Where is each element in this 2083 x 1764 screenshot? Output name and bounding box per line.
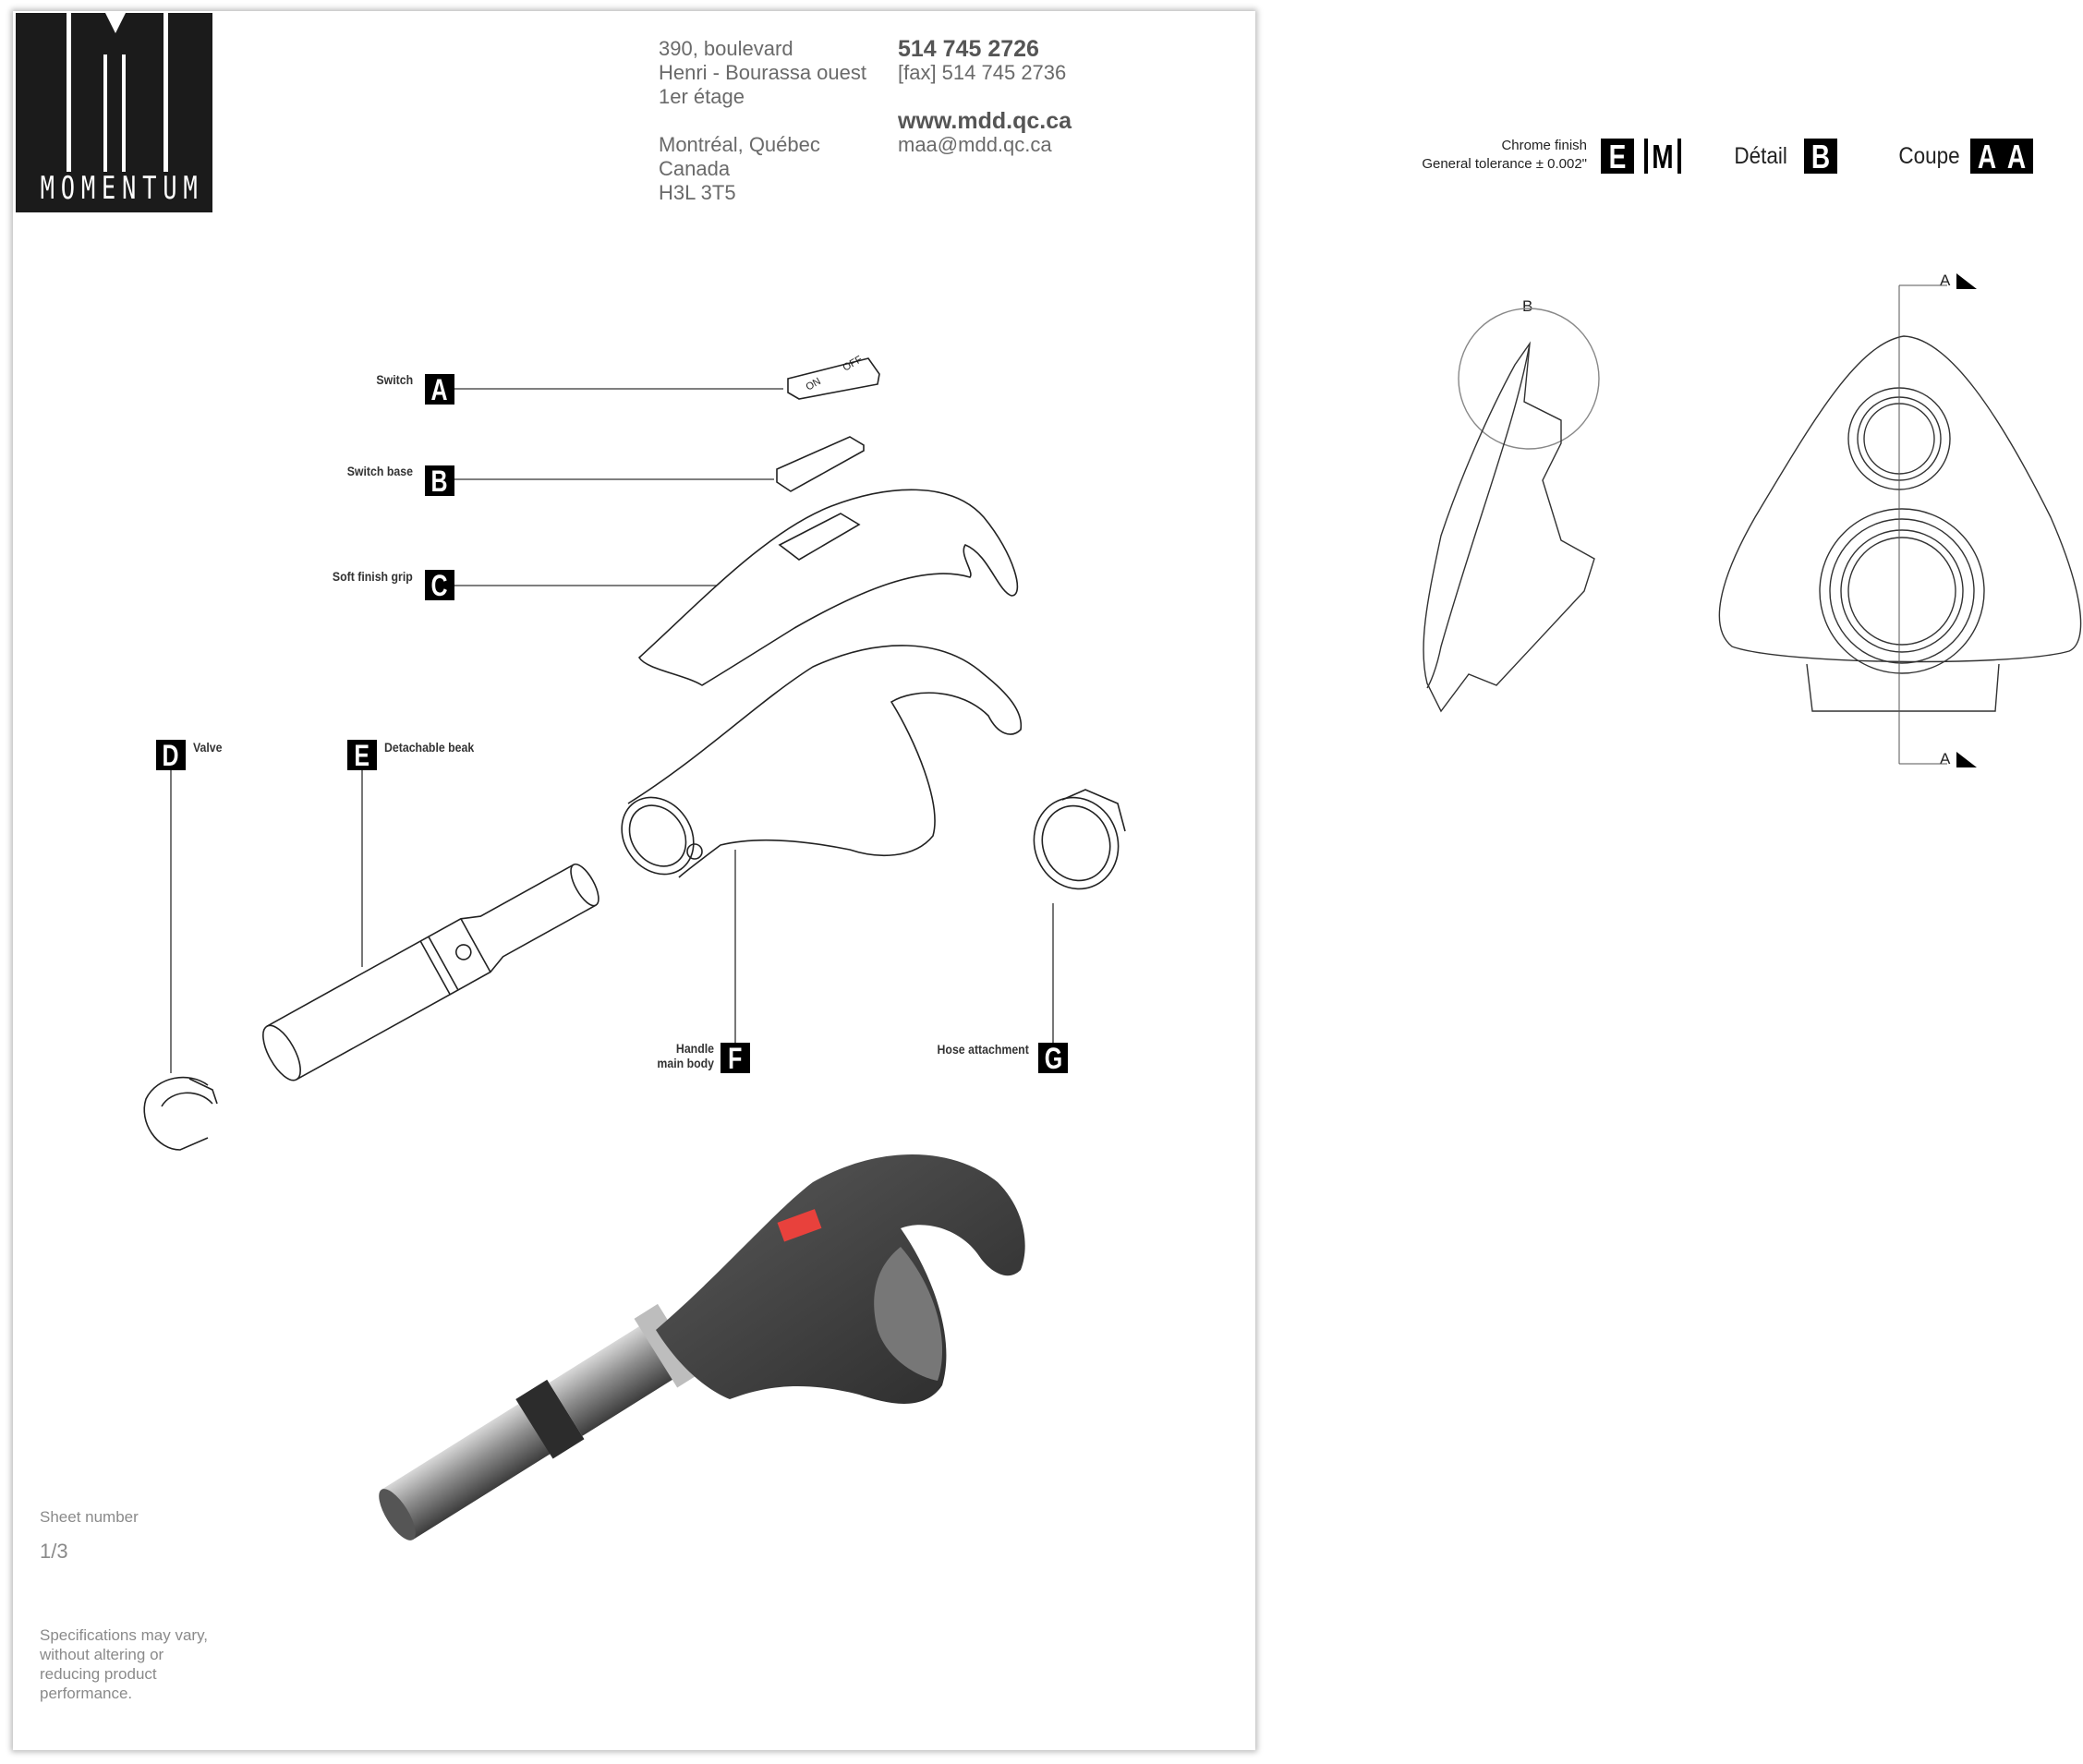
detail-letter-box: B <box>1804 139 1837 174</box>
letter-a-box: A <box>425 374 454 405</box>
label-hose-attachment: Hose attachment <box>937 1042 1029 1057</box>
detail-marker-b: B <box>1522 297 1533 315</box>
email-link[interactable]: maa@mdd.qc.ca <box>898 133 1052 156</box>
detail-b-view <box>1423 308 1600 713</box>
section-letter-a1: A <box>1970 139 2004 174</box>
switch-base-part <box>776 436 865 492</box>
sheet-number-label: Sheet number <box>40 1508 139 1526</box>
section-arrow-top <box>1956 273 1977 289</box>
section-arrow-bottom <box>1956 752 1977 767</box>
detachable-beak-part <box>262 863 599 1081</box>
sheet-number-value: 1/3 <box>40 1540 68 1563</box>
address-postal: H3L 3T5 <box>659 181 736 204</box>
power-switch-red <box>777 1209 822 1242</box>
letter-b-box: B <box>425 465 454 496</box>
letter-e-box: E <box>347 740 377 770</box>
letter-c-box: C <box>425 570 454 600</box>
address-line: Henri - Bourassa ouest <box>659 61 866 84</box>
svg-text:ON: ON <box>805 376 823 393</box>
section-aa-view <box>1718 284 2082 765</box>
letter-d-box: D <box>156 740 186 770</box>
hose-attachment-part <box>1033 789 1126 890</box>
finish-code-m: M <box>1644 139 1681 174</box>
logo-text: MOMENTUM <box>40 170 204 207</box>
website-link[interactable]: www.mdd.qc.ca <box>898 108 1072 134</box>
drawing-sheet <box>13 11 1255 1750</box>
handle-main-body-part <box>621 645 1023 878</box>
valve-part <box>143 1076 218 1151</box>
section-label: Coupe <box>1898 143 1960 169</box>
section-marker-bottom: A <box>1940 750 1951 767</box>
contact-block: 514 745 2726 [fax] 514 745 2736 www.mdd.… <box>898 37 1072 157</box>
label-soft-finish-grip: Soft finish grip <box>333 569 413 584</box>
soft-finish-grip-part <box>637 489 1019 686</box>
switch-part: ON OFF <box>787 354 880 400</box>
label-detachable-beak: Detachable beak <box>384 740 475 755</box>
handle-render <box>379 1154 1025 1540</box>
disclaimer: Specifications may vary,without altering… <box>40 1626 209 1702</box>
label-switch-base: Switch base <box>346 464 413 478</box>
section-letter-a2: A <box>2000 139 2033 174</box>
address-line: 1er étage <box>659 85 745 108</box>
detail-label: Détail <box>1734 143 1787 169</box>
label-switch: Switch <box>376 372 413 387</box>
label-valve: Valve <box>193 740 223 755</box>
momentum-logo: MOMENTUM <box>16 13 212 212</box>
leader-lines <box>170 388 1054 1073</box>
svg-text:OFF: OFF <box>842 354 865 374</box>
address-country: Canada <box>659 157 731 180</box>
letter-g-box: G <box>1038 1043 1068 1073</box>
address-city: Montréal, Québec <box>659 133 820 156</box>
fax-number: [fax] 514 745 2736 <box>898 61 1067 84</box>
phone-number: 514 745 2726 <box>898 36 1039 62</box>
letter-f-box: F <box>721 1043 750 1073</box>
address-line: 390, boulevard <box>659 37 793 60</box>
finish-code-e: E <box>1601 139 1634 174</box>
section-marker-top: A <box>1940 272 1951 289</box>
address-block: 390, boulevard Henri - Bourassa ouest 1e… <box>659 37 866 205</box>
